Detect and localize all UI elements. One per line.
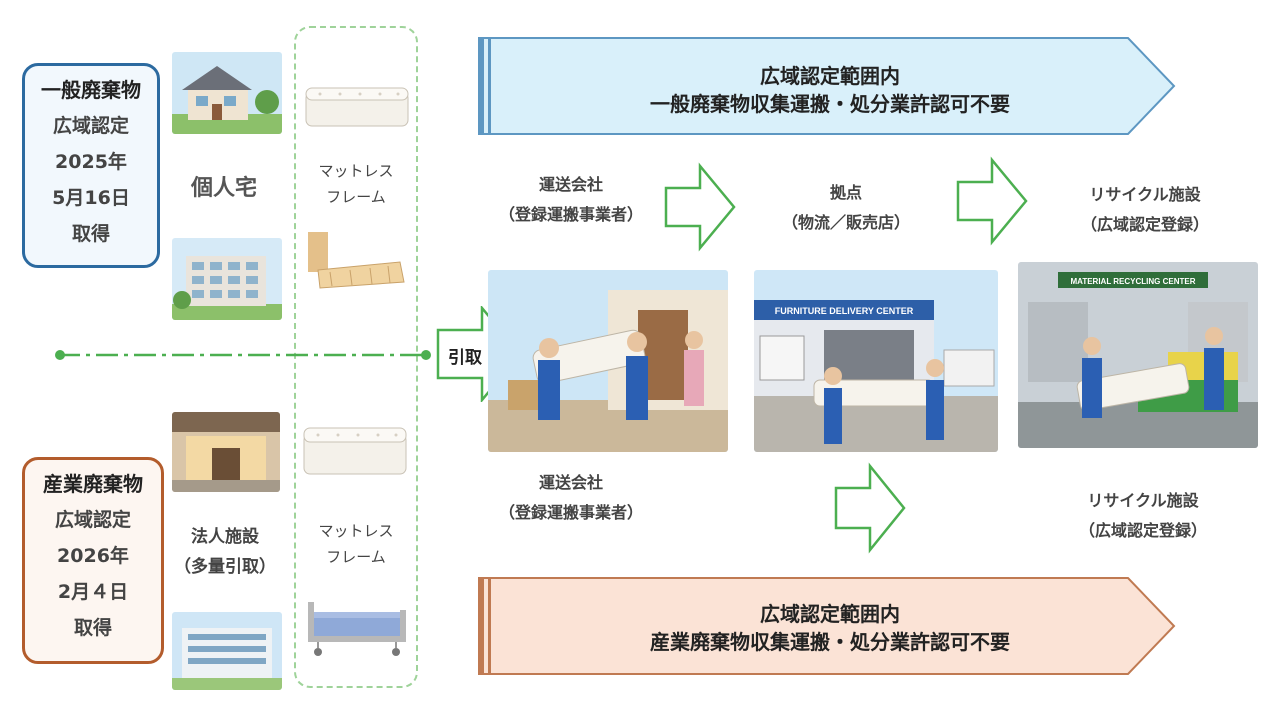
general-banner-line-2: 一般廃棄物収集運搬・処分業許認可不要 [650, 92, 1010, 116]
corporate-facility-label: 法人施設 （多量引取） [170, 522, 280, 582]
industrial-waste-badge: 産業廃棄物 広域認定 2026年 2月４日 取得 [22, 457, 164, 664]
mattress-label-general: マットレス [318, 162, 394, 180]
waste-category-divider [55, 350, 431, 360]
hospital-photo [172, 612, 282, 690]
pickup-label: 引取 [448, 348, 482, 368]
general-badge-line-3: 2025年 [55, 151, 127, 173]
recycle-top-line-1: リサイクル施設 [1089, 185, 1201, 204]
transport-photo [488, 270, 728, 452]
industrial-banner-line-1: 広域認定範囲内 [760, 602, 900, 626]
arrow-right-icon [834, 462, 906, 554]
recycling-center-photo: MATERIAL RECYCLING CENTER [1018, 262, 1258, 448]
mattress-label-industrial: マットレス [318, 522, 394, 540]
frame-label-general: フレーム [326, 188, 386, 206]
industrial-badge-line-3: 2026年 [57, 545, 129, 567]
house-photo [172, 52, 282, 134]
transport-bottom-line-2: （登録運搬事業者） [498, 503, 643, 522]
arrow-right-icon [664, 162, 736, 252]
general-badge-line-2: 広域認定 [52, 115, 129, 137]
hotel-photo [172, 412, 280, 492]
corporate-facility-line-2: （多量引取） [174, 557, 276, 577]
general-banner-text: 広域認定範囲内 一般廃棄物収集運搬・処分業許認可不要 [480, 62, 1180, 118]
industrial-badge-line-4: 2月４日 [57, 581, 129, 603]
mattress-image-industrial [303, 427, 407, 475]
base-line-2: （物流／販売店） [781, 213, 910, 232]
general-badge-line-4: 5月16日 [52, 187, 130, 209]
transport-top-line-1: 運送会社 [538, 175, 603, 194]
corporate-facility-line-1: 法人施設 [191, 527, 259, 547]
industrial-badge-title: 産業廃棄物 [43, 472, 143, 496]
recycle-facility-label-top: リサイクル施設 （広域認定登録） [1060, 180, 1230, 240]
recycling-center-sign: MATERIAL RECYCLING CENTER [1070, 277, 1195, 286]
base-label: 拠点 （物流／販売店） [766, 178, 926, 238]
items-column [294, 26, 418, 688]
arrow-right-icon [956, 156, 1028, 246]
recycle-facility-label-bottom: リサイクル施設 （広域認定登録） [1058, 486, 1228, 546]
transport-top-line-2: （登録運搬事業者） [498, 205, 643, 224]
care-bed-image [308, 602, 406, 656]
recycle-top-line-2: （広域認定登録） [1080, 215, 1209, 234]
bed-frame-image [308, 232, 405, 289]
items-label-general: マットレス フレーム [300, 158, 412, 210]
distribution-center-photo: FURNITURE DELIVERY CENTER [754, 270, 998, 452]
general-waste-badge: 一般廃棄物 広域認定 2025年 5月16日 取得 [22, 63, 160, 268]
transport-company-label-bottom: 運送会社 （登録運搬事業者） [486, 468, 656, 528]
general-badge-title: 一般廃棄物 [41, 78, 141, 102]
industrial-waste-banner [478, 577, 1176, 675]
furniture-center-sign: FURNITURE DELIVERY CENTER [775, 306, 914, 316]
recycle-bottom-line-1: リサイクル施設 [1087, 491, 1199, 510]
general-waste-banner [478, 37, 1176, 135]
general-badge-line-5: 取得 [71, 223, 110, 245]
base-line-1: 拠点 [829, 183, 862, 202]
industrial-banner-line-2: 産業廃棄物収集運搬・処分業許認可不要 [650, 630, 1010, 654]
industrial-banner-text: 広域認定範囲内 産業廃棄物収集運搬・処分業許認可不要 [480, 600, 1180, 656]
industrial-badge-line-5: 取得 [73, 617, 112, 639]
apartment-photo [172, 238, 282, 320]
general-banner-line-1: 広域認定範囲内 [760, 64, 900, 88]
private-home-label: 個人宅 [190, 176, 257, 201]
frame-label-industrial: フレーム [326, 548, 386, 566]
items-label-industrial: マットレス フレーム [300, 518, 412, 570]
industrial-badge-line-2: 広域認定 [54, 509, 131, 531]
transport-bottom-line-1: 運送会社 [538, 473, 603, 492]
transport-company-label-top: 運送会社 （登録運搬事業者） [486, 170, 656, 230]
mattress-image-general [305, 87, 409, 127]
recycle-bottom-line-2: （広域認定登録） [1078, 521, 1207, 540]
